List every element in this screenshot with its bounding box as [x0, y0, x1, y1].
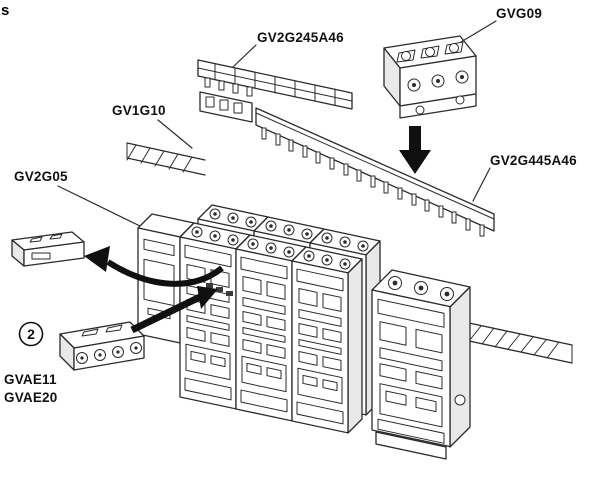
busbar-end-bracket	[199, 91, 253, 123]
breaker-front-row-3	[291, 246, 363, 434]
busbar-2row-drawing	[197, 59, 353, 110]
label-terminal-block: GVG09	[496, 6, 543, 21]
busbar-4row-drawing	[255, 107, 495, 237]
leader-lines	[57, 20, 497, 227]
cropped-corner-text: s	[1, 2, 10, 19]
breaker-detached-right	[371, 269, 471, 448]
spacer-removed-piece	[11, 231, 85, 267]
label-din-rail: GV1G10	[112, 103, 166, 118]
step-badge: 2	[18, 321, 44, 347]
label-busbar-2row: GV2G245A46	[257, 30, 344, 45]
aux-mount-arrow	[130, 286, 218, 334]
din-rail-left	[126, 142, 206, 176]
din-rail-right	[454, 319, 573, 364]
aux-contact-block-drawing	[59, 321, 145, 371]
label-busbar-4row: GV2G445A46	[490, 153, 577, 168]
label-aux-block-a: GVAE11	[4, 372, 57, 387]
breaker-foot	[375, 431, 447, 460]
label-spacer: GV2G05	[14, 169, 68, 184]
terminal-block-drawing	[383, 35, 477, 119]
mount-down-arrow	[399, 126, 431, 174]
label-aux-block-b: GVAE20	[4, 390, 58, 405]
aux-mounting-slots	[206, 283, 233, 296]
step-number: 2	[27, 326, 35, 342]
extraction-arrow	[84, 246, 224, 287]
